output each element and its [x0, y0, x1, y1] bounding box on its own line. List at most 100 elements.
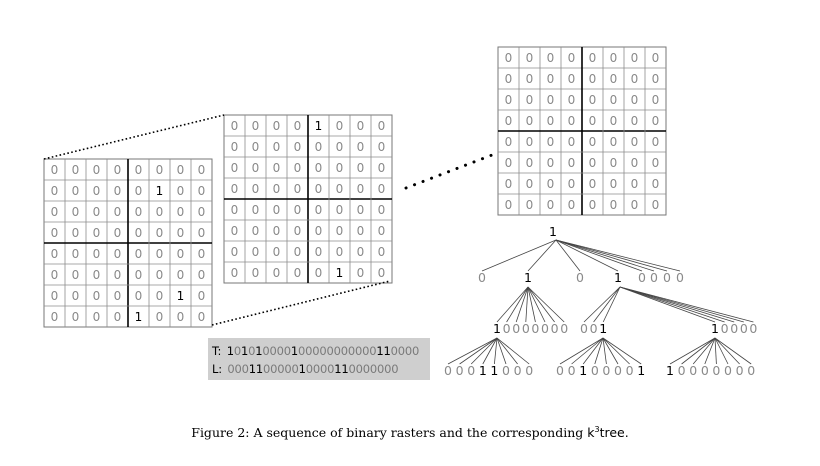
tree-node: 0: [650, 270, 658, 285]
raster-cell: 0: [652, 51, 660, 65]
raster-cell: 0: [156, 268, 164, 282]
raster-cell: 0: [505, 177, 513, 191]
raster-cell: 0: [93, 205, 101, 219]
raster-cell: 0: [357, 119, 365, 133]
raster-cell: 0: [252, 161, 260, 175]
bit: 0: [262, 344, 270, 358]
raster-cell: 0: [526, 135, 534, 149]
raster-cell: 0: [51, 289, 59, 303]
raster-cell: 0: [177, 310, 185, 324]
tree-edge: [496, 337, 518, 365]
bit: 0: [233, 344, 241, 358]
raster-cell: 0: [294, 245, 302, 259]
raster-cell: 0: [273, 119, 281, 133]
raster-cell: 0: [252, 203, 260, 217]
raster-cell: 0: [114, 226, 122, 240]
raster-cell: 0: [114, 247, 122, 261]
tree-edge: [714, 337, 729, 365]
raster-cell: 0: [252, 182, 260, 196]
bit: 0: [404, 344, 412, 358]
raster-cell: 0: [652, 156, 660, 170]
raster-cell: 0: [315, 182, 323, 196]
tree-node: 0: [736, 363, 744, 378]
bit: 0: [340, 344, 348, 358]
raster-cell: 0: [610, 51, 618, 65]
raster-cell: 0: [378, 119, 386, 133]
raster-cell: 0: [135, 226, 143, 240]
tree-node: 0: [456, 363, 464, 378]
raster-cell: 0: [547, 93, 555, 107]
tree-node: 0: [712, 363, 720, 378]
raster-cell: 0: [252, 224, 260, 238]
raster-cell: 0: [357, 161, 365, 175]
raster-cell: 0: [51, 247, 59, 261]
t-bits: 101010000100000000000110000: [227, 344, 420, 358]
raster-cell: 0: [294, 161, 302, 175]
raster-cell: 0: [526, 198, 534, 212]
raster-cell: 0: [505, 198, 513, 212]
raster-cell: 0: [72, 184, 80, 198]
tree-node: 0: [576, 270, 584, 285]
tree-node: 1: [524, 270, 532, 285]
bit: 0: [348, 362, 356, 376]
raster-cell: 0: [357, 245, 365, 259]
tree-node: 0: [590, 321, 598, 336]
raster-cell: 0: [610, 72, 618, 86]
tree-node: 0: [614, 363, 622, 378]
tree-edge: [619, 286, 754, 323]
tree-node: 1: [549, 224, 557, 239]
raster-cell: 0: [547, 156, 555, 170]
tree-node: 0: [580, 321, 588, 336]
raster-cell: 0: [135, 289, 143, 303]
raster-cell: 0: [505, 51, 513, 65]
raster-cell: 0: [231, 140, 239, 154]
raster-cell: 0: [198, 163, 206, 177]
raster-cell: 0: [294, 203, 302, 217]
raster-cell: 0: [114, 268, 122, 282]
raster-cell: 0: [547, 72, 555, 86]
tree-edge: [619, 286, 725, 323]
raster-cell: 0: [547, 114, 555, 128]
tree-node: 1: [711, 321, 719, 336]
tree-edge: [619, 286, 744, 323]
bit: 0: [277, 362, 285, 376]
l-bits: 000110000010000110000000: [227, 362, 398, 376]
tree-node: 0: [444, 363, 452, 378]
tree-edge: [582, 337, 604, 365]
tree-node: 0: [531, 321, 539, 336]
bit: 0: [391, 362, 399, 376]
bit: 0: [376, 362, 385, 376]
tree-node: 0: [551, 321, 559, 336]
caption-k: k: [587, 425, 595, 441]
raster-cell: 0: [568, 177, 576, 191]
bit: 0: [312, 362, 320, 376]
tree-node: 0: [568, 363, 576, 378]
raster-cell: 0: [568, 72, 576, 86]
raster-cell: 0: [72, 205, 80, 219]
raster-cell: 0: [631, 198, 639, 212]
raster-cell: 0: [273, 161, 281, 175]
raster-cell: 0: [114, 205, 122, 219]
tree-node: 1: [493, 321, 501, 336]
bit: 0: [362, 362, 370, 376]
raster-cell: 0: [156, 163, 164, 177]
bit: 0: [369, 362, 377, 376]
raster-cell: 0: [315, 266, 323, 280]
raster-cell: 0: [652, 135, 660, 149]
raster-cell: 0: [72, 247, 80, 261]
tree-edge: [527, 286, 546, 323]
raster-cell: 0: [378, 182, 386, 196]
raster-cell: 0: [526, 114, 534, 128]
raster-cell: 0: [610, 135, 618, 149]
raster-cell: 0: [252, 245, 260, 259]
raster-cell: 0: [273, 203, 281, 217]
raster-cell: 0: [568, 198, 576, 212]
raster-cell: 0: [72, 310, 80, 324]
raster-cell: 0: [631, 177, 639, 191]
bit: 0: [284, 362, 292, 376]
tree-edge: [714, 337, 752, 365]
raster-cell: 0: [315, 203, 323, 217]
raster-cell: 0: [631, 114, 639, 128]
raster-cell: 0: [526, 51, 534, 65]
